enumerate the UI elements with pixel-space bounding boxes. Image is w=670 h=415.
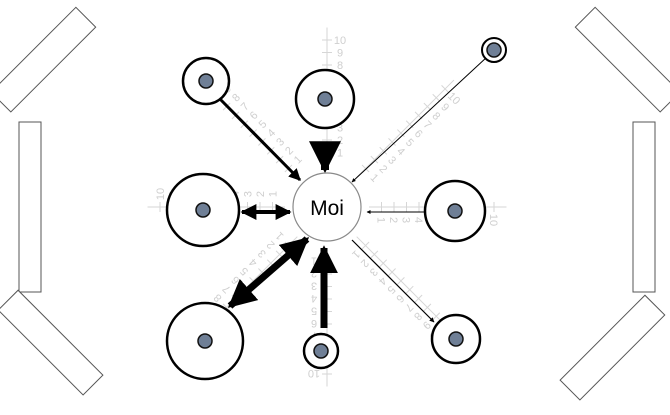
scale-number: 4 (311, 292, 317, 304)
node-dot (195, 202, 211, 218)
edge-top-right (351, 56, 488, 183)
scale-number: 2 (311, 267, 317, 279)
scale-number: 3 (400, 217, 412, 223)
node-dot (198, 73, 214, 89)
scale-tick (379, 259, 388, 268)
scale-tick (379, 146, 388, 155)
edge-lower-right (351, 239, 435, 323)
scale-axis-45 (356, 236, 455, 335)
node-top (294, 68, 356, 130)
scale-number: 3 (337, 123, 343, 135)
scale-number: 1 (274, 229, 287, 242)
scale-number: 9 (337, 48, 343, 60)
scale-tick (441, 85, 449, 93)
panel-bottom-left (0, 289, 104, 396)
scale-tick (370, 250, 379, 259)
scale-tick (405, 285, 414, 294)
scale-number: 1 (268, 191, 280, 197)
center-node: Moi (292, 172, 362, 242)
node-dot (486, 42, 502, 58)
node-left (165, 172, 241, 248)
scale-tick (361, 241, 370, 250)
scale-tick (397, 129, 405, 137)
scale-number: 1 (337, 148, 343, 160)
scale-number: 1 (375, 217, 387, 223)
scale-number: 10 (487, 214, 499, 226)
scale-number: 6 (311, 317, 317, 329)
panel-right (632, 121, 656, 293)
edge-upper-left (217, 96, 302, 182)
panels (0, 6, 670, 401)
node-bottom (302, 332, 340, 370)
node-dot (448, 331, 464, 347)
scale-number: 2 (255, 191, 267, 197)
node-dot (447, 203, 463, 219)
node-dot (313, 343, 329, 359)
edge-lower-left (227, 236, 310, 309)
scale-number: 8 (337, 60, 343, 72)
scale-tick (388, 268, 396, 276)
scale-number: 3 (243, 191, 255, 197)
scale-tick (370, 155, 379, 164)
scale-number: 10 (155, 188, 167, 200)
node-dot (317, 91, 333, 107)
scale-number: 10 (334, 35, 346, 47)
scale-number: 1 (368, 172, 381, 185)
center-label: Moi (310, 197, 344, 220)
node-lower-left (165, 301, 245, 381)
scale-number: 4 (412, 217, 424, 223)
scale-axis-315 (356, 79, 455, 178)
scale-tick (423, 102, 432, 111)
panel-left (18, 121, 42, 293)
node-upper-left (181, 56, 231, 106)
scale-number: 1 (349, 248, 362, 261)
scale-number: 5 (311, 305, 317, 317)
panel-top-right (574, 6, 670, 113)
scale-number: 1 (311, 255, 317, 267)
nodes (165, 37, 507, 381)
scale-tick (414, 294, 423, 303)
scale-tick (361, 164, 370, 173)
node-dot (197, 333, 213, 349)
panel-top-left (0, 6, 97, 113)
scale-number: 2 (337, 135, 343, 147)
scale-tick (397, 277, 405, 285)
connectors (217, 56, 488, 328)
node-lower-right (430, 313, 482, 365)
scale-number: 1 (292, 154, 305, 167)
scale-tick (432, 93, 441, 102)
scale-tick (222, 303, 231, 312)
scale-number: 2 (387, 217, 399, 223)
node-top-right (481, 37, 507, 63)
scale-tick (423, 303, 432, 312)
node-right (423, 179, 487, 243)
scale-number: 10 (308, 367, 320, 379)
center-circle (292, 172, 362, 242)
scale-number: 3 (311, 280, 317, 292)
scale-tick (388, 138, 396, 146)
panel-bottom-right (559, 294, 666, 401)
